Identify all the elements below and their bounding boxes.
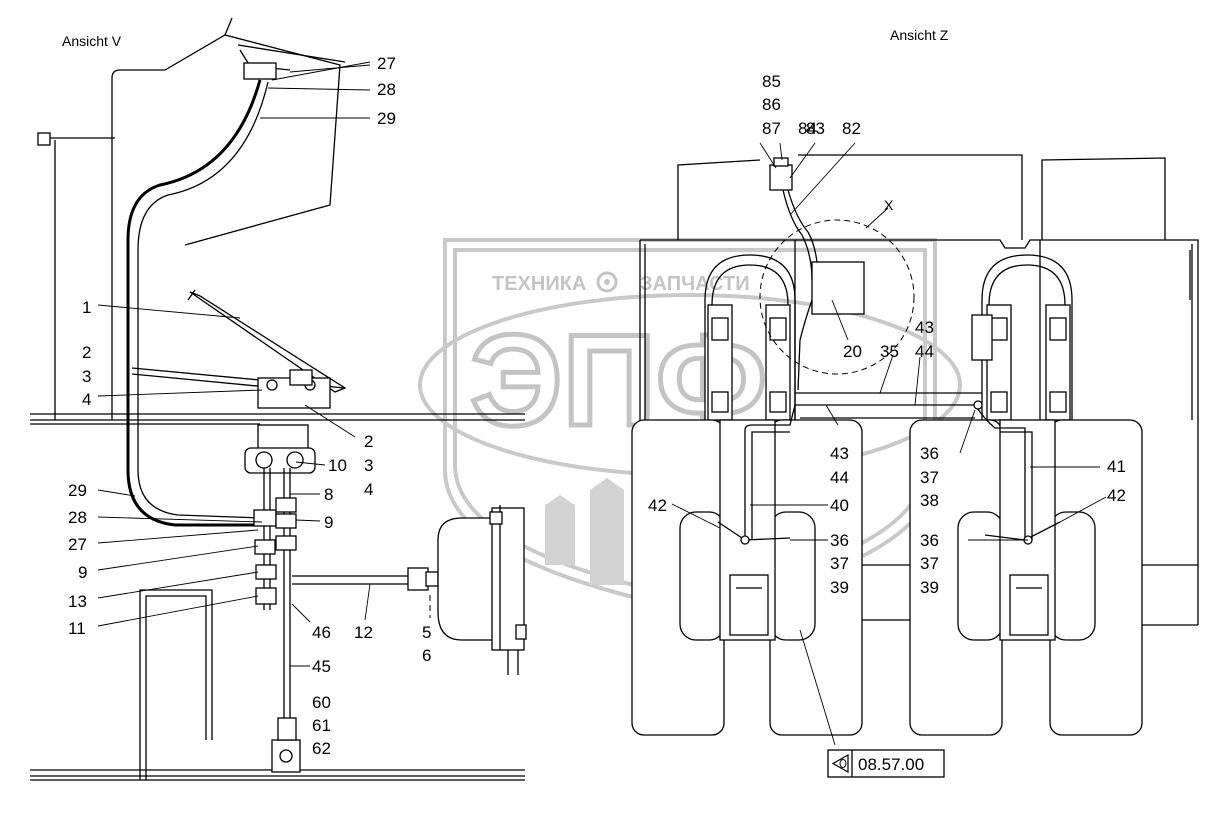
callout-37: 37 (830, 554, 849, 573)
callout-35: 35 (880, 342, 899, 361)
watermark-text-left: ТЕХНИКА (492, 273, 586, 295)
callout-60: 60 (312, 693, 331, 712)
callout-11: 11 (68, 619, 86, 638)
callout-9-lower: 9 (78, 563, 87, 582)
callout-43-lower: 43 (830, 444, 849, 463)
callout-40: 40 (830, 496, 849, 515)
callout-36: 36 (830, 531, 849, 550)
callout-36-right: 36 (920, 531, 939, 550)
callout-86: 86 (762, 95, 781, 114)
callout-44: 44 (915, 342, 934, 361)
callout-44-lower: 44 (830, 468, 849, 487)
callout-4-lower: 4 (364, 480, 373, 499)
callout-39-right: 39 (920, 578, 939, 597)
callout-39: 39 (830, 578, 849, 597)
callout-36-mid: 36 (920, 444, 939, 463)
callout-46: 46 (312, 623, 331, 642)
callout-27: 27 (377, 54, 396, 73)
callout-87: 87 (762, 119, 781, 138)
callout-10: 10 (328, 456, 347, 475)
callout-29-lower: 29 (68, 481, 87, 500)
callout-85: 85 (762, 72, 781, 91)
callout-3: 3 (82, 367, 91, 386)
callout-45: 45 (312, 657, 331, 676)
callout-29: 29 (377, 109, 396, 128)
callout-61: 61 (312, 716, 331, 735)
callout-20: 20 (843, 342, 862, 361)
callout-5: 5 (422, 623, 431, 642)
eye-arrow-icon (831, 753, 849, 774)
callout-37-mid: 37 (920, 468, 939, 487)
callout-9: 9 (324, 513, 333, 532)
callout-41: 41 (1107, 457, 1126, 476)
reference-box[interactable]: 08.57.00 (827, 749, 945, 778)
callout-38: 38 (920, 491, 939, 510)
callout-2-lower: 2 (364, 432, 373, 451)
callout-6: 6 (422, 646, 431, 665)
callout-83-label: 83 (806, 119, 825, 138)
detail-marker-x: X (884, 197, 894, 213)
callout-42: 42 (648, 496, 667, 515)
callout-3-lower: 3 (364, 456, 373, 475)
callout-8: 8 (324, 485, 333, 504)
right-leader-lines (671, 142, 1107, 746)
callout-37-right: 37 (920, 554, 939, 573)
reference-code: 08.57.00 (858, 755, 924, 774)
view-title-right: Ansicht Z (890, 27, 949, 43)
callout-2: 2 (82, 343, 91, 362)
watermark-text-right: ЗАПЧАСТИ (640, 273, 750, 295)
callout-1: 1 (82, 298, 91, 317)
callout-82: 82 (842, 119, 861, 138)
callout-27-lower: 27 (68, 535, 87, 554)
callout-62: 62 (312, 739, 331, 758)
left-leader-lines (97, 61, 371, 667)
callout-4: 4 (82, 390, 91, 409)
callout-labels: 27 28 29 1 2 3 4 2 3 4 10 8 9 29 28 27 9… (68, 54, 1126, 758)
callout-12: 12 (354, 623, 373, 642)
callout-28-lower: 28 (68, 508, 87, 527)
right-view-drawing (631, 154, 1199, 736)
view-title-left: Ansicht V (62, 33, 122, 49)
gear-icon (596, 271, 618, 293)
callout-43: 43 (915, 318, 934, 337)
callout-13: 13 (68, 592, 87, 611)
left-view-drawing (30, 17, 527, 781)
callout-84: 84 (798, 119, 817, 138)
callout-42-right: 42 (1107, 486, 1126, 505)
callout-28: 28 (377, 80, 396, 99)
